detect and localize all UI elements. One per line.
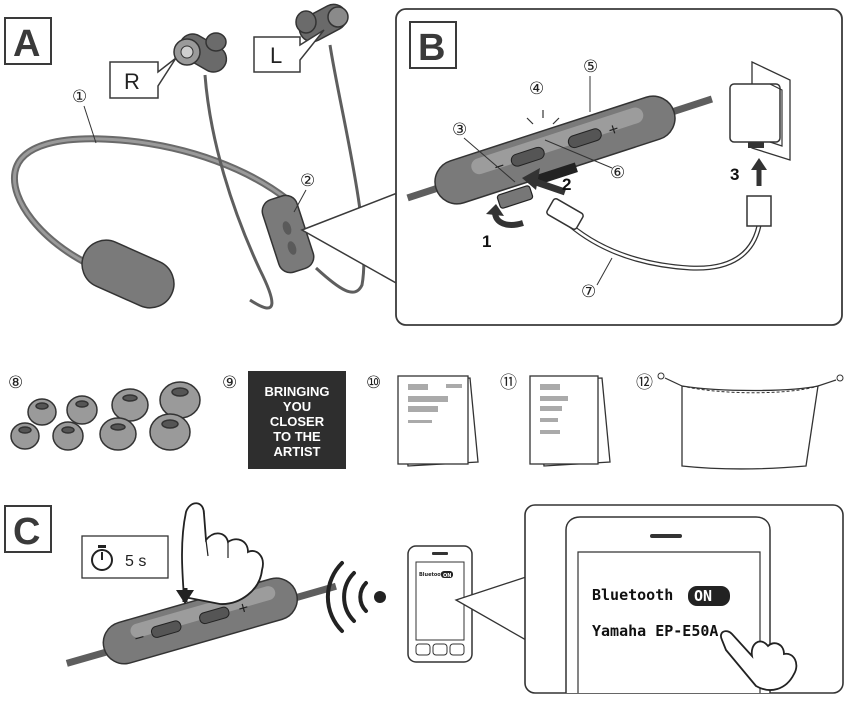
carry-pouch xyxy=(657,372,844,470)
device-name: Yamaha EP-E50A xyxy=(592,622,718,640)
indicator-glow xyxy=(526,110,560,125)
label-right: R xyxy=(124,69,140,94)
battery-pod xyxy=(81,239,175,309)
panel-c: C 5 s − + xyxy=(4,502,844,694)
usb-adapter xyxy=(729,83,781,143)
panel-b: B − + 1 2 xyxy=(395,8,843,326)
tapping-hand-icon xyxy=(720,630,798,691)
usb-plug-micro xyxy=(546,198,584,230)
callout-10: ⑩ xyxy=(366,373,381,392)
callout-1: ① xyxy=(72,87,87,106)
cable-right xyxy=(203,74,274,310)
earbud-right xyxy=(173,32,228,73)
callout-4: ④ xyxy=(529,79,544,98)
callout-12: ⑫ xyxy=(636,373,653,392)
poster-line-1: BRINGING xyxy=(265,384,330,399)
phone-small-bluetooth: Bluetooth xyxy=(419,572,447,578)
panel-a-label: A xyxy=(13,23,40,65)
phone-small: Bluetooth ON xyxy=(407,545,473,663)
timer-value: 5 s xyxy=(125,553,146,570)
callout-6: ⑥ xyxy=(610,163,625,182)
poster-line-4: TO THE xyxy=(273,429,321,444)
poster-line-5: ARTIST xyxy=(274,444,321,459)
phone-big xyxy=(565,516,771,693)
panel-c-label: C xyxy=(13,511,40,553)
pressing-hand-icon xyxy=(181,502,264,605)
phone-big-bluetooth: Bluetooth xyxy=(592,586,673,604)
remote-c: − + xyxy=(65,577,337,667)
panel-b-label-box xyxy=(409,21,457,69)
callout-8: ⑧ xyxy=(8,373,23,392)
earbud-left xyxy=(295,3,349,43)
phone-big-on: ON xyxy=(694,587,712,605)
callout-5: ⑤ xyxy=(583,57,598,76)
charging-port xyxy=(536,162,578,185)
remote-large: − + xyxy=(406,95,714,205)
step-3: 3 xyxy=(730,165,739,184)
poster-line-3: CLOSER xyxy=(270,414,325,429)
label-left: L xyxy=(270,43,282,68)
panel-b-label: B xyxy=(418,27,445,69)
manual-1 xyxy=(397,375,479,467)
step-2: 2 xyxy=(562,175,571,194)
ear-tips xyxy=(10,381,201,451)
phone-small-on: ON xyxy=(443,573,451,579)
port-cover xyxy=(496,185,534,209)
panel-a-label-box xyxy=(4,17,52,65)
callout-9: ⑨ xyxy=(222,373,237,392)
callout-11: ⑪ xyxy=(500,373,517,392)
wireless-signal-icon xyxy=(325,561,386,633)
panel-c-label-box xyxy=(4,505,52,553)
step-1: 1 xyxy=(482,232,491,251)
poster-sticker xyxy=(248,371,346,469)
callout-7: ⑦ xyxy=(581,282,596,301)
accessories: ⑧ ⑨ BRINGING YOU CLOSER TO THE ARTIST ⑩ … xyxy=(8,371,844,470)
neckband-cable xyxy=(10,135,292,270)
bluetooth-on-badge xyxy=(688,586,730,606)
panel-a: A R L ① ② xyxy=(4,3,406,310)
callout-2: ② xyxy=(300,171,315,190)
callout-3: ③ xyxy=(452,120,467,139)
poster-line-2: YOU xyxy=(283,399,311,414)
manual-2 xyxy=(529,375,611,467)
usb-plug-a xyxy=(746,195,772,227)
